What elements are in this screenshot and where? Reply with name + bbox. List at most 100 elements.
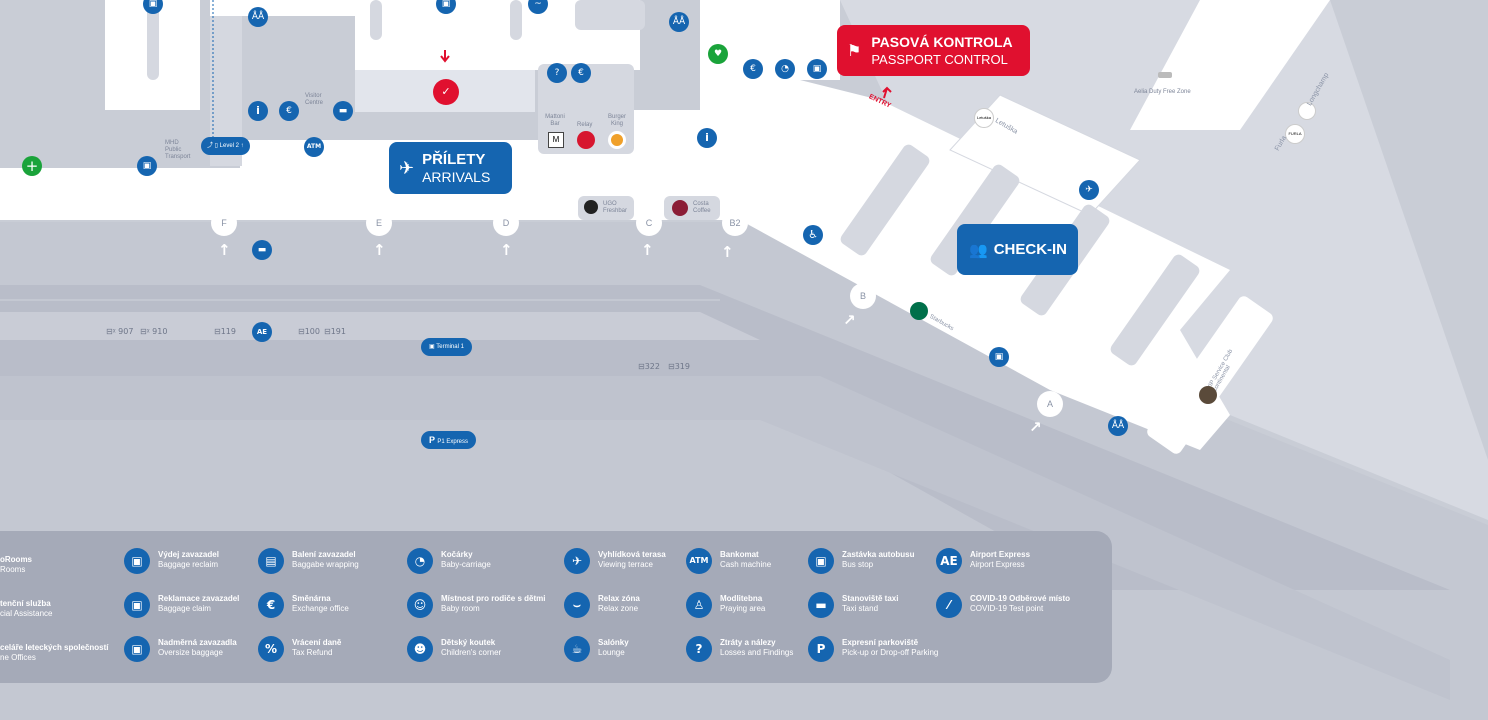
vip-logo-icon[interactable] — [1199, 386, 1217, 404]
bus-119: ⊟119 — [214, 327, 236, 336]
letuska-logo[interactable]: Letuška — [974, 108, 994, 128]
smoking-icon[interactable]: ~ — [528, 0, 548, 14]
legend-label-en: Tax Refund — [292, 648, 333, 657]
arrivals-sign: ✈ PŘÍLETY ARRIVALS — [389, 142, 512, 194]
ugo-logo-icon[interactable] — [584, 200, 598, 214]
arrivals-title-cz: PŘÍLETY — [422, 150, 486, 168]
legend-label-en: Bus stop — [842, 560, 874, 569]
checkin-icon: 👥 — [969, 241, 988, 259]
legend-label-en: Pick-up or Drop-off Parking — [842, 648, 939, 657]
legend-label-en: Relax zone — [598, 604, 639, 613]
gate-b2[interactable]: B2 — [722, 210, 748, 236]
costa-logo-icon[interactable] — [672, 200, 688, 216]
taxi-icon[interactable]: ▬ — [333, 101, 353, 121]
atm-icon[interactable]: ATM — [304, 137, 324, 157]
legend-label-cz: COVID-19 Odběrové místo — [970, 594, 1071, 603]
relax-zone-icon: ⌣ — [564, 592, 590, 618]
visitor-centre-label: Visitor Centre — [305, 93, 324, 106]
lost-found-icon[interactable]: ? — [547, 63, 567, 83]
legend-label-cz: Bankomat — [720, 550, 759, 559]
legend-label-cz: Zastávka autobusu — [842, 550, 915, 559]
arrow-up-icon: ↑ — [218, 241, 231, 259]
arrow-up-icon: ↑ — [373, 241, 386, 259]
legend-label-en: Exchange office — [292, 604, 349, 613]
toilets-icon[interactable]: ÅÅ — [248, 7, 268, 27]
gate-d[interactable]: D — [493, 210, 519, 236]
bus-191-number: 191 — [330, 327, 346, 336]
starbucks-logo-icon[interactable] — [910, 302, 928, 320]
legend-label-en: COVID-19 Test point — [970, 604, 1044, 613]
taxi-icon[interactable]: ▬ — [252, 240, 272, 260]
legend-label-en: Baggage reclaim — [158, 560, 219, 569]
map-legend: oRooms Rooms tenční služba cial Assistan… — [0, 531, 1112, 683]
legend-label-cz: oRooms — [0, 555, 32, 564]
bus-icon[interactable]: ▣ — [989, 347, 1009, 367]
costa-label: Costa Coffee — [693, 201, 711, 214]
legend-label-en: ne Offices — [0, 653, 36, 662]
checkin-title: CHECK-IN — [993, 240, 1068, 258]
p1-express-label: P1 Express — [437, 439, 469, 445]
terminal-1-pill[interactable]: ▣ Terminal 1 — [421, 338, 472, 356]
gate-c[interactable]: C — [636, 210, 662, 236]
gate-f[interactable]: F — [211, 210, 237, 236]
longchamp-logo-icon[interactable] — [1298, 102, 1316, 120]
atm-icon: ATM — [686, 548, 712, 574]
gate-e[interactable]: E — [366, 210, 392, 236]
airport-express-icon[interactable]: AE — [252, 322, 272, 342]
gate-a[interactable]: A — [1037, 391, 1063, 417]
first-aid-icon[interactable]: + — [22, 156, 42, 176]
airline-icon[interactable]: ✈ — [1079, 180, 1099, 200]
arrivals-plane-icon: ✈ — [399, 157, 415, 178]
legend-label-en: cial Assistance — [0, 609, 53, 618]
toilets-icon[interactable]: ÅÅ — [1108, 416, 1128, 436]
legend-label-en: Lounge — [598, 648, 625, 657]
bus-322: ⊟322 — [638, 362, 660, 371]
passport-control-icon: ⚑ — [847, 42, 862, 60]
legend-label-cz: Nadměrná zavazadla — [158, 638, 237, 647]
bus-319: ⊟319 — [668, 362, 690, 371]
exchange-icon[interactable]: € — [571, 63, 591, 83]
arrow-up-icon: ↑ — [500, 241, 513, 259]
bus-119-number: 119 — [220, 327, 236, 336]
arrivals-title-en: ARRIVALS — [422, 168, 491, 185]
burger-king-logo-icon[interactable] — [608, 131, 626, 149]
lounge-icon: ☕ — [564, 636, 590, 662]
baby-carriage-icon[interactable]: ◔ — [775, 59, 795, 79]
children-corner-icon: ☻ — [407, 636, 433, 662]
mattoni-logo-icon[interactable]: M — [548, 132, 564, 148]
bus-907: ⊟ᵡ 907 — [106, 327, 134, 336]
exchange-icon[interactable]: € — [279, 101, 299, 121]
legend-label-en: Cash machine — [720, 560, 772, 569]
legend-label-cz: Stanoviště taxi — [842, 594, 899, 603]
legend-label-en: Losses and Findings — [720, 648, 794, 657]
legend-label-en: Baby-carriage — [441, 560, 491, 569]
info-icon[interactable]: i — [248, 101, 268, 121]
wheelchair-icon[interactable]: ♿ — [803, 225, 823, 245]
bus-100-number: 100 — [304, 327, 320, 336]
arrow-ne-icon: ↗ — [1029, 418, 1042, 436]
relay-logo-icon[interactable] — [577, 131, 595, 149]
toilets-icon[interactable]: ÅÅ — [669, 12, 689, 32]
bus-319-number: 319 — [674, 362, 690, 371]
info-icon[interactable]: i — [697, 128, 717, 148]
relay-label: Relay — [577, 122, 593, 128]
baggage-icon[interactable]: ▣ — [143, 0, 163, 14]
baby-carriage-icon: ◔ — [407, 548, 433, 574]
legend-label-cz: Ztráty a nálezy — [720, 638, 776, 647]
level-2-pill[interactable]: ⤴ ▯ Level 2 ↑ — [201, 137, 250, 155]
ugo-label: UGO Freshbar — [603, 201, 628, 214]
gate-b[interactable]: B — [850, 283, 876, 309]
furla-logo[interactable]: FURLA — [1285, 124, 1305, 144]
legend-label-en: Children's corner — [441, 648, 502, 657]
customs-icon[interactable]: ✓ — [433, 79, 459, 105]
exchange-icon[interactable]: € — [743, 59, 763, 79]
legend-label-cz: tenční služba — [0, 599, 51, 608]
baggage-icon[interactable]: ▣ — [137, 156, 157, 176]
legend-label-cz: celáře leteckých společností — [0, 643, 109, 652]
bus-191: ⊟191 — [324, 327, 346, 336]
defibrillator-icon[interactable]: ♥ — [708, 44, 728, 64]
legend-label-cz: Kočárky — [441, 550, 473, 559]
baggage-icon[interactable]: ▣ — [436, 0, 456, 14]
p1-express-pill[interactable]: P P1 Express — [421, 431, 477, 449]
baggage-icon[interactable]: ▣ — [807, 59, 827, 79]
